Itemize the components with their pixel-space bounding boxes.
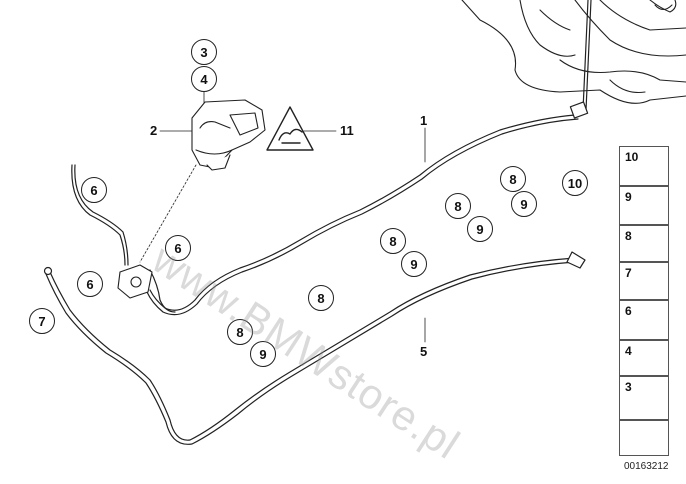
label-11: 11 <box>340 123 354 138</box>
legend-cell-6: 6 <box>619 300 669 340</box>
label-5: 5 <box>420 344 428 359</box>
legend-cell-7: 7 <box>619 262 669 300</box>
legend-number: 3 <box>625 380 632 394</box>
callout-8-b: 8 <box>445 193 471 219</box>
callout-7: 7 <box>29 308 55 334</box>
legend-number: 10 <box>625 150 639 164</box>
callout-6-low: 6 <box>77 271 103 297</box>
legend-number: 9 <box>625 190 632 204</box>
callout-8-a: 8 <box>500 166 526 192</box>
label-2: 2 <box>150 123 158 138</box>
callout-9-d: 9 <box>250 341 276 367</box>
callout-9-c: 9 <box>401 251 427 277</box>
leader-lines <box>139 90 426 343</box>
legend-cell-arrow <box>619 420 669 456</box>
legend-number: 7 <box>625 266 632 280</box>
legend-cell-8: 8 <box>619 225 669 262</box>
fuel-line-5 <box>43 251 586 445</box>
callout-9-b: 9 <box>467 216 493 242</box>
legend-number: 4 <box>625 344 632 358</box>
fuel-tank <box>461 0 686 104</box>
small-valve <box>117 264 153 299</box>
callout-6-mid: 6 <box>165 235 191 261</box>
legend-cell-10: 10 <box>619 146 669 186</box>
callout-4: 4 <box>191 66 217 92</box>
legend-cell-3: 3 <box>619 376 669 420</box>
legend-cell-9: 9 <box>619 186 669 225</box>
legend-cell-4: 4 <box>619 340 669 376</box>
callout-9-a: 9 <box>511 191 537 217</box>
callout-8-c: 8 <box>380 228 406 254</box>
part-number: 00163212 <box>624 461 669 472</box>
callout-8-d: 8 <box>308 285 334 311</box>
vent-line-6 <box>71 164 176 313</box>
fuel-line-1 <box>146 0 592 316</box>
legend-number: 6 <box>625 304 632 318</box>
callout-10: 10 <box>562 170 588 196</box>
callout-8-e: 8 <box>227 319 253 345</box>
callout-3: 3 <box>191 39 217 65</box>
callout-6-top: 6 <box>81 177 107 203</box>
label-1: 1 <box>420 113 428 128</box>
valve-assembly <box>191 99 266 171</box>
legend-number: 8 <box>625 229 632 243</box>
warning-triangle <box>266 106 314 151</box>
